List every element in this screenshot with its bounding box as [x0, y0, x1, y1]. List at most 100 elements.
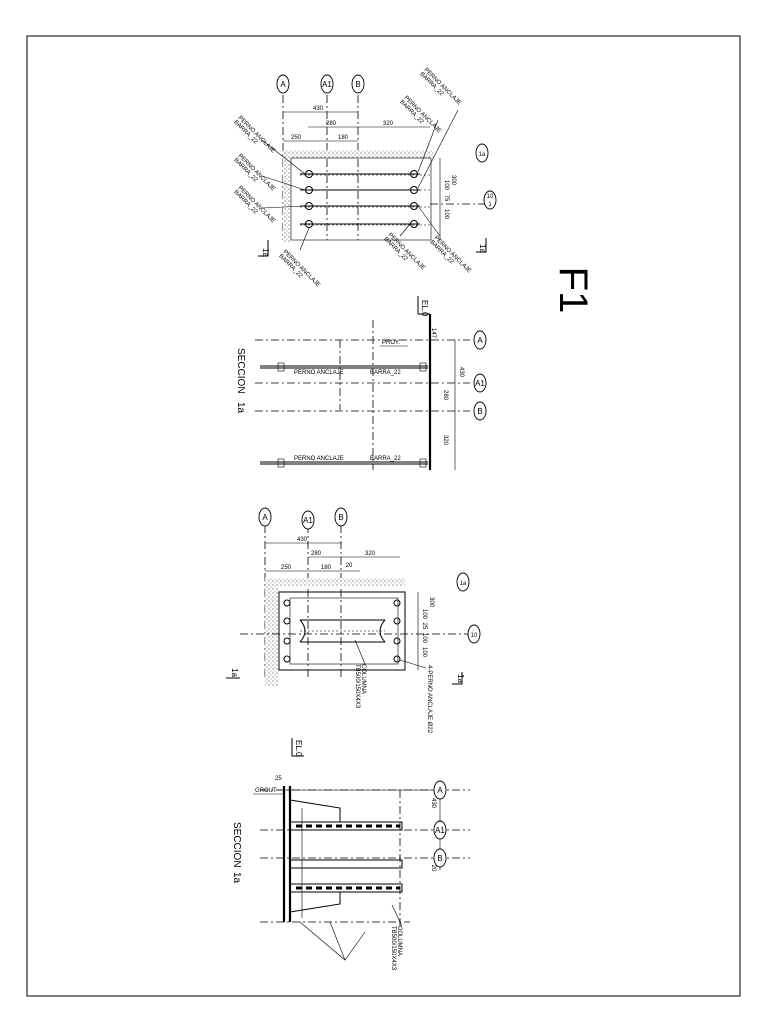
anchor-bolt [283, 637, 291, 645]
dim-300: 300 [428, 597, 434, 608]
svg-text:B: B [355, 80, 360, 89]
grout-label: GROUT [255, 788, 277, 794]
dim-430: 430 [313, 106, 324, 112]
dim-280: 280 [326, 121, 337, 127]
svg-text:10: 10 [487, 194, 494, 200]
anchor-bolt [393, 599, 401, 607]
svg-text:A: A [437, 786, 443, 795]
dim-100b: 100 [421, 633, 427, 644]
anchor-bolt [410, 170, 418, 178]
dim-100: 100 [443, 180, 449, 191]
anchor-bolt [305, 186, 313, 194]
bolt-label: PERNO ANCLAJE BARRA_22 [428, 235, 472, 274]
bolt-label: PERNO ANCLAJE [294, 456, 344, 462]
dim-180: 180 [338, 135, 349, 141]
column-label: COLUMNA TB500/150X4X3 [390, 926, 402, 971]
svg-text:COLUMNA: COLUMNA [396, 926, 402, 956]
section-title-mark: 1a [235, 402, 246, 414]
svg-text:PERNO ANCLAJE: PERNO ANCLAJE [387, 232, 426, 271]
bolt-label: PERNO ANCLAJE [294, 370, 344, 376]
axis-bubble-b: B [334, 507, 348, 527]
svg-text:10: 10 [471, 633, 478, 639]
section-title-mark: 1a [231, 872, 242, 884]
svg-text:A: A [477, 336, 483, 345]
svg-text:B: B [477, 407, 482, 416]
section-bubble-1a: 1a [456, 572, 470, 592]
axis-bubble-a1: A1 [473, 373, 487, 393]
dim-25: 25 [421, 623, 427, 630]
dim-75: 75 [443, 195, 449, 202]
grid-bubble-10: 101 [483, 190, 497, 210]
anchor-bolt [393, 617, 401, 625]
axis-bubble-a1: A1 [433, 820, 447, 840]
anchor-bolt [305, 220, 313, 228]
axis-bubble-b: B [351, 74, 365, 94]
bolt-label: PERNO ANCLAJE BARRA_22 [232, 185, 276, 224]
sheet-border [26, 35, 741, 997]
section-mark: 1a [478, 244, 487, 253]
bolt-label: PERNO ANCLAJE BARRA_22 [277, 249, 321, 288]
view3-base-plate-plan: A A1 B 430 280 320 250 180 20 10 [226, 507, 481, 734]
svg-text:TB500/150X4X3: TB500/150X4X3 [390, 926, 396, 971]
anchor-bolt [305, 202, 313, 210]
column-label: COLUMNA TB500/150X4X3 [354, 664, 366, 709]
dim-grout: 25 [275, 776, 282, 782]
svg-text:A1: A1 [475, 379, 485, 388]
anchor-bolt [410, 220, 418, 228]
section-mark: 1a [261, 248, 270, 257]
axis-bubble-b: B [473, 401, 487, 421]
dim-430: 430 [430, 798, 436, 809]
svg-text:B: B [437, 854, 442, 863]
svg-text:TB500/150X4X3: TB500/150X4X3 [354, 664, 360, 709]
section-title: SECCION [235, 348, 246, 394]
svg-text:PERNO ANCLAJE: PERNO ANCLAJE [237, 185, 276, 224]
bolt-label: PERNO ANCLAJE BARRA_22 [418, 67, 462, 106]
dim-100b: 100 [443, 209, 449, 220]
section-bubble-1a: 1a [475, 143, 489, 163]
axis-bubble-a: A [433, 780, 447, 800]
dim-300: 300 [450, 175, 456, 186]
anchor-bolt [305, 170, 313, 178]
svg-text:A1: A1 [322, 80, 332, 89]
dim-20: 20 [430, 865, 436, 872]
sheet-title: F1 [551, 267, 595, 314]
anchor-bolt [393, 655, 401, 663]
svg-text:A1: A1 [303, 516, 313, 525]
dim-250: 250 [291, 135, 302, 141]
base-plate [278, 591, 406, 671]
dim-430: 430 [297, 537, 308, 543]
svg-text:A1: A1 [435, 826, 445, 835]
axis-bubble-a: A [258, 507, 272, 527]
svg-text:COLUMNA: COLUMNA [360, 664, 366, 694]
dim-100: 100 [421, 609, 427, 620]
svg-text:A: A [262, 513, 268, 522]
dim-320: 320 [365, 551, 376, 557]
axis-bubble-b: B [433, 848, 447, 868]
dim-280: 280 [311, 551, 322, 557]
bolt-label: 4-PERNO ANCLAJE Ø22 [426, 665, 432, 734]
section-mark: 1a [230, 668, 239, 677]
svg-text:A: A [280, 80, 286, 89]
level-label: EL.0 [420, 300, 429, 317]
dim-320: 320 [383, 121, 394, 127]
svg-text:PERNO ANCLAJE: PERNO ANCLAJE [282, 249, 321, 288]
axis-bubble-a: A [473, 330, 487, 350]
svg-text:F1: F1 [551, 267, 595, 314]
dim-100c: 100 [421, 647, 427, 658]
anchor-bolt [410, 202, 418, 210]
anchor-bolt [410, 186, 418, 194]
view4-column-section: SECCION 1a EL.0 GROUT 25 430 [231, 738, 470, 971]
dim-280: 280 [442, 390, 448, 401]
svg-text:PERNO ANCLAJE: PERNO ANCLAJE [237, 115, 276, 154]
svg-text:PERNO ANCLAJE: PERNO ANCLAJE [403, 95, 442, 134]
dim-147: 147 [430, 328, 436, 339]
grid-bubble-10: 10 [467, 624, 481, 644]
anchor-bolt [393, 637, 401, 645]
view2-bolt-section: SECCION 1a EL.0 PERNO ANCLAJE BARRA_22 P… [235, 296, 487, 470]
dim-430: 430 [458, 367, 464, 378]
svg-text:PERNO ANCLAJE: PERNO ANCLAJE [433, 235, 472, 274]
bolt-label: PERNO ANCLAJE BARRA_22 [382, 232, 426, 271]
axis-bubble-a1: A1 [301, 510, 315, 530]
dim-20: 20 [346, 563, 353, 569]
dim-320: 320 [442, 435, 448, 446]
